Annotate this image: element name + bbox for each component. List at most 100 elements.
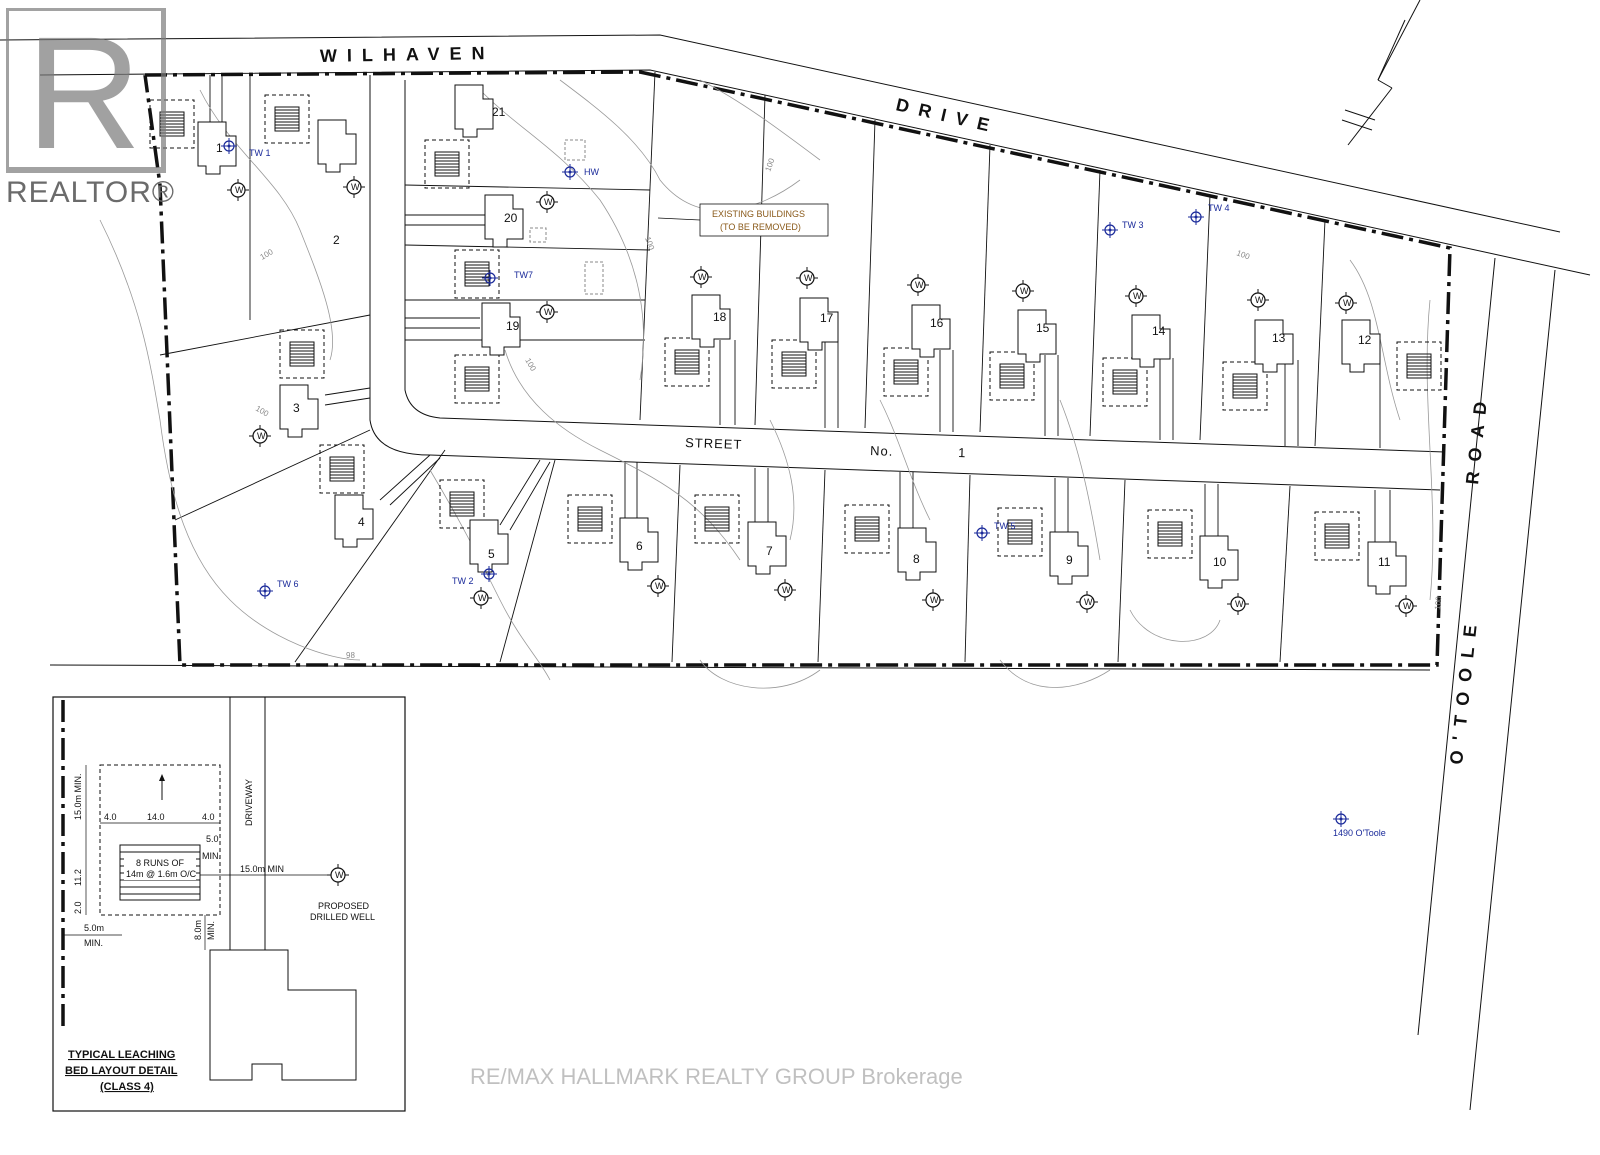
realtor-letter: R bbox=[26, 8, 142, 173]
well-symbol: W bbox=[1020, 286, 1029, 296]
dim-mid: 14.0 bbox=[147, 812, 165, 822]
well-symbol: W bbox=[544, 197, 553, 207]
well-label-line2: DRILLED WELL bbox=[310, 912, 375, 922]
runs-label-line1: 8 RUNS OF bbox=[136, 858, 185, 868]
street-label-no: No. bbox=[870, 443, 894, 459]
internal-street bbox=[369, 75, 1446, 491]
property-boundary bbox=[143, 70, 1452, 667]
well-symbol: W bbox=[930, 595, 939, 605]
contour-labels: 100 100 100 100 100 100 98 100 bbox=[254, 157, 1443, 660]
well-symbol: W bbox=[782, 585, 791, 595]
dim-5m: 5.0 bbox=[206, 834, 219, 844]
lot-number: 2 bbox=[333, 233, 340, 247]
well-symbol: W bbox=[257, 431, 266, 441]
proposed-wells: W W W W W W W W W W W W W W W W W W W bbox=[226, 175, 1418, 618]
dim-vert-bot: 2.0 bbox=[73, 901, 83, 914]
test-well-label: TW 1 bbox=[249, 148, 271, 158]
callout-line2: (TO BE REMOVED) bbox=[720, 222, 801, 232]
dim-5m-left-min: MIN. bbox=[84, 938, 103, 948]
lot-number: 21 bbox=[492, 105, 506, 119]
dim-8m: 8.0m bbox=[193, 920, 203, 940]
test-well-label: TW 3 bbox=[1122, 220, 1144, 230]
lot-number: 16 bbox=[930, 316, 944, 330]
well-symbol: W bbox=[1343, 298, 1352, 308]
detail-title-line2: BED LAYOUT DETAIL bbox=[65, 1065, 178, 1077]
test-well-label: TW7 bbox=[514, 270, 533, 280]
lot-number: 6 bbox=[636, 539, 643, 553]
test-well-label: TW 2 bbox=[452, 576, 474, 586]
road-label-wilhaven: WILHAVEN bbox=[320, 43, 495, 66]
existing-buildings-callout: EXISTING BUILDINGS (TO BE REMOVED) bbox=[529, 139, 829, 295]
contour-label: 100 bbox=[259, 247, 276, 262]
lot-number: 12 bbox=[1358, 333, 1372, 347]
well-symbol: W bbox=[1084, 597, 1093, 607]
lot-numbers: 1 2 3 4 5 6 7 8 9 10 11 12 13 14 15 16 1… bbox=[216, 105, 1391, 569]
contour-label: 98 bbox=[346, 651, 355, 660]
well-symbol: W bbox=[544, 307, 553, 317]
brokerage-watermark: RE/MAX HALLMARK REALTY GROUP Brokerage bbox=[470, 1064, 963, 1089]
well-symbol: W bbox=[804, 273, 813, 283]
lot-lines bbox=[159, 71, 1391, 663]
contour-label: 100 bbox=[1235, 248, 1251, 261]
lot-number: 19 bbox=[506, 319, 520, 333]
detail-title-line3: (CLASS 4) bbox=[100, 1081, 154, 1093]
contour-label: 100 bbox=[254, 404, 271, 419]
test-well-label: HW bbox=[584, 167, 599, 177]
lot-number: 11 bbox=[1378, 555, 1391, 569]
well-symbol: W bbox=[351, 182, 360, 192]
test-well-label: TW 5 bbox=[994, 521, 1016, 531]
well-symbol: W bbox=[478, 593, 487, 603]
lot-number: 3 bbox=[293, 401, 300, 415]
dim-right: 4.0 bbox=[202, 812, 215, 822]
detail-title-line1: TYPICAL LEACHING bbox=[68, 1049, 175, 1061]
lot-number: 18 bbox=[713, 310, 727, 324]
lot-number: 1 bbox=[216, 141, 223, 155]
dim-5m-left: 5.0m bbox=[84, 923, 104, 933]
contour-label: 100 bbox=[1433, 595, 1443, 610]
well-symbol: W bbox=[655, 581, 664, 591]
contour-label: 100 bbox=[523, 357, 538, 374]
dim-vert-top: 15.0m MIN. bbox=[73, 773, 83, 820]
lot-number: 9 bbox=[1066, 553, 1073, 567]
leaching-bed-detail: DRIVEWAY 8 RUNS OF 14m @ 1.6m O/C 4.0 14… bbox=[52, 696, 406, 1112]
contour-label: 100 bbox=[643, 236, 656, 252]
lot-number: 4 bbox=[358, 515, 365, 529]
well-symbol: W bbox=[1403, 601, 1412, 611]
test-well-label: TW 6 bbox=[277, 579, 299, 589]
contour-label: 100 bbox=[763, 157, 776, 173]
lot-number: 7 bbox=[766, 544, 773, 558]
lot-number: 10 bbox=[1213, 555, 1227, 569]
well-distance: 15.0m MIN bbox=[240, 864, 284, 874]
septic-beds bbox=[149, 94, 1442, 561]
callout-line1: EXISTING BUILDINGS bbox=[712, 209, 805, 219]
street-label-street: STREET bbox=[685, 435, 743, 452]
road-label-otoole: O'TOOLE bbox=[1446, 614, 1482, 765]
lot-number: 8 bbox=[913, 552, 920, 566]
lot-number: 20 bbox=[504, 211, 518, 225]
lot-number: 17 bbox=[820, 311, 834, 325]
test-well-label: 1490 O'Toole bbox=[1333, 828, 1386, 838]
well-label-line1: PROPOSED bbox=[318, 901, 370, 911]
test-wells: TW 1 TW 2 TW 3 TW 4 TW 5 TW 6 TW7 HW 149… bbox=[220, 137, 1386, 838]
runs-label-line2: 14m @ 1.6m O/C bbox=[126, 869, 197, 879]
driveway-label: DRIVEWAY bbox=[244, 779, 254, 826]
realtor-logo: R bbox=[6, 8, 166, 173]
well-symbol: W bbox=[335, 870, 344, 880]
north-arrow bbox=[1341, 0, 1421, 146]
lot-number: 13 bbox=[1272, 331, 1286, 345]
street-label-number: 1 bbox=[958, 445, 967, 460]
dim-5m-min: MIN. bbox=[202, 851, 221, 861]
dim-vert-mid: 11.2 bbox=[73, 869, 83, 886]
lot-number: 5 bbox=[488, 547, 495, 561]
well-symbol: W bbox=[1133, 291, 1142, 301]
houses bbox=[197, 84, 1407, 595]
lot-number: 14 bbox=[1152, 324, 1166, 338]
test-well-label: TW 4 bbox=[1208, 203, 1230, 213]
well-symbol: W bbox=[235, 185, 244, 195]
lot-number: 15 bbox=[1036, 321, 1050, 335]
road-label-road: ROAD bbox=[1462, 391, 1492, 486]
dim-8m-min: MIN. bbox=[206, 921, 216, 940]
well-symbol: W bbox=[1235, 599, 1244, 609]
well-symbol: W bbox=[915, 280, 924, 290]
